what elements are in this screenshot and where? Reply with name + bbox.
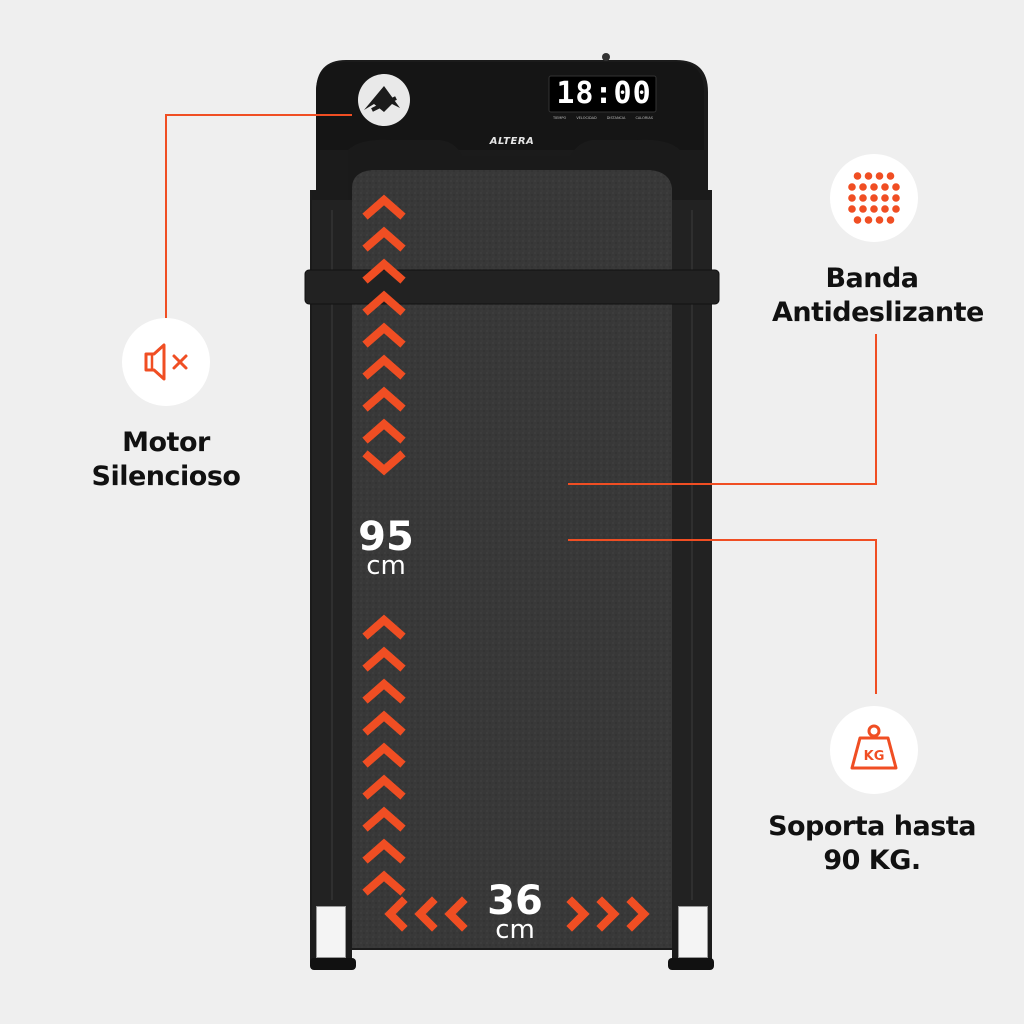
length-arrow-up-1 xyxy=(362,226,406,252)
dot-grid-dot xyxy=(848,183,856,191)
console-labels: TIEMPO VELOCIDAD DISTANCIA CALORIAS xyxy=(553,116,653,120)
dot-grid-dot xyxy=(892,205,900,213)
dot-grid-icon xyxy=(848,172,900,224)
length-arrow-up-b3 xyxy=(362,710,406,736)
width-arrow-left-0 xyxy=(384,896,408,932)
dot-grid-dot xyxy=(870,183,878,191)
weight-feature-line1: Soporta hasta xyxy=(768,811,976,842)
width-arrows xyxy=(384,896,650,932)
length-arrow-up-b6 xyxy=(362,806,406,832)
dot-grid-dot xyxy=(859,205,867,213)
console-label-time: TIEMPO xyxy=(553,116,567,120)
dot-grid-dot xyxy=(848,194,856,202)
dot-grid-dot xyxy=(870,205,878,213)
dot-grid-dot xyxy=(886,216,895,224)
length-arrow-up-b4 xyxy=(362,742,406,768)
dot-grid-dot xyxy=(875,172,884,180)
length-unit: cm xyxy=(366,551,406,581)
width-arrow-right-0 xyxy=(566,896,590,932)
weight-feature-icon-circle: KG xyxy=(830,706,918,794)
dot-grid-dot xyxy=(875,216,884,224)
muted-speaker-icon xyxy=(144,343,188,381)
belt-feature-line2: Antideslizante xyxy=(772,297,984,328)
width-arrow-right-1 xyxy=(596,896,620,932)
weight-feature-line2: 90 KG. xyxy=(823,845,921,876)
dot-grid-dot xyxy=(853,216,862,224)
length-arrow-up-b0 xyxy=(362,614,406,640)
length-arrow-up-3 xyxy=(362,290,406,316)
power-button xyxy=(602,53,610,61)
dot-grid-dot xyxy=(886,172,895,180)
motor-feature-icon-circle xyxy=(122,318,210,406)
console-display-value: 18:00 xyxy=(556,76,652,111)
length-arrow-up-b8 xyxy=(362,870,406,896)
length-arrow-up-0 xyxy=(362,194,406,220)
brand-name: ALTERA xyxy=(489,136,535,147)
dot-grid-dot xyxy=(881,205,889,213)
connector-belt xyxy=(568,334,877,485)
dot-grid-dot xyxy=(859,194,867,202)
dot-grid-dot xyxy=(892,183,900,191)
length-arrow-up-b5 xyxy=(362,774,406,800)
length-arrow-up-7 xyxy=(362,418,406,444)
length-arrow-up-2 xyxy=(362,258,406,284)
length-arrow-up-6 xyxy=(362,386,406,412)
motor-feature-label: Motor Silencioso xyxy=(66,426,266,494)
console-display xyxy=(548,75,657,113)
width-arrow-left-1 xyxy=(414,896,438,932)
dot-grid-dot xyxy=(853,172,862,180)
length-arrow-up-5 xyxy=(362,354,406,380)
console-label-calories: CALORIAS xyxy=(635,116,653,120)
motor-feature-line2: Silencioso xyxy=(91,461,241,492)
dot-grid-dot xyxy=(881,194,889,202)
width-arrow-left-2 xyxy=(444,896,468,932)
weight-feature-label: Soporta hasta 90 KG. xyxy=(754,810,990,878)
dot-grid-dot xyxy=(892,194,900,202)
dot-grid-dot xyxy=(870,194,878,202)
dot-grid-dot xyxy=(864,172,873,180)
width-arrow-right-2 xyxy=(626,896,650,932)
dot-grid-dot xyxy=(864,216,873,224)
motor-feature-line1: Motor xyxy=(122,427,210,458)
length-arrow-up-b2 xyxy=(362,678,406,704)
right-warning-label xyxy=(678,906,708,958)
handle-bar xyxy=(304,269,720,305)
dot-grid-dot xyxy=(881,183,889,191)
belt-feature-label: Banda Antideslizante xyxy=(772,262,984,330)
console-label-distance: DISTANCIA xyxy=(606,116,626,120)
length-arrow-down xyxy=(362,450,406,476)
length-arrow-up-b7 xyxy=(362,838,406,864)
length-value: 95 xyxy=(358,514,414,560)
width-unit: cm xyxy=(495,915,535,945)
width-value: 36 xyxy=(487,878,543,924)
kg-weight-icon-text: KG xyxy=(864,749,885,764)
belt-feature-icon-circle xyxy=(830,154,918,242)
connector-motor xyxy=(165,114,352,320)
kg-weight-icon: KG xyxy=(850,724,898,770)
left-warning-label xyxy=(316,906,346,958)
console-label-speed: VELOCIDAD xyxy=(576,116,597,120)
length-arrow-up-4 xyxy=(362,322,406,348)
belt-feature-line1: Banda xyxy=(825,263,919,294)
dot-grid-dot xyxy=(848,205,856,213)
length-arrows xyxy=(362,194,406,896)
length-arrow-up-b1 xyxy=(362,646,406,672)
dot-grid-dot xyxy=(859,183,867,191)
connector-weight xyxy=(568,539,877,694)
running-belt xyxy=(352,170,672,948)
